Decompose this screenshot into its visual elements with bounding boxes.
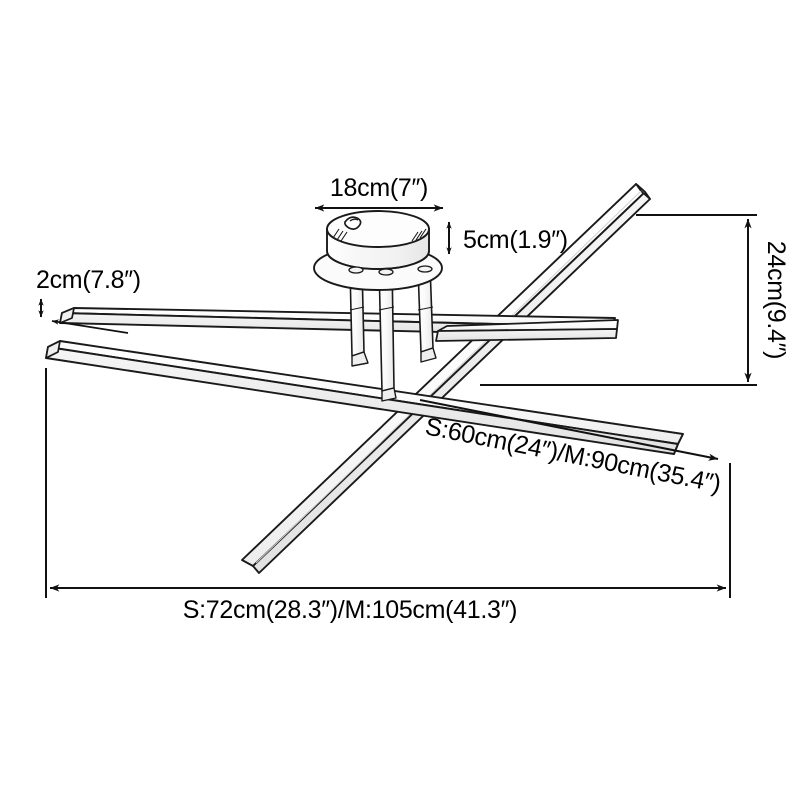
fixture-illustration xyxy=(45,183,684,574)
dimension-overall-height: 24cm(9.4″) xyxy=(480,214,790,386)
canopy-height-label: 5cm(1.9″) xyxy=(463,226,568,254)
dimension-overall-width: S:72cm(28.3″)/M:105cm(41.3″) xyxy=(45,368,731,624)
overall-width-label: S:72cm(28.3″)/M:105cm(41.3″) xyxy=(183,596,517,624)
light-bar-lower-shallow xyxy=(45,340,684,455)
light-bar-right-short xyxy=(435,319,619,342)
dimension-canopy-height: 5cm(1.9″) xyxy=(446,221,568,255)
light-bar-long-diagonal xyxy=(241,183,651,574)
ceiling-canopy xyxy=(313,210,443,291)
canopy-width-label: 18cm(7″) xyxy=(330,174,428,202)
overall-height-label: 24cm(9.4″) xyxy=(762,241,790,359)
bar-thickness-label: 2cm(7.8″) xyxy=(36,266,141,294)
dimension-bar-thickness: 2cm(7.8″) xyxy=(36,266,141,334)
dimension-canopy-width: 18cm(7″) xyxy=(314,174,444,212)
